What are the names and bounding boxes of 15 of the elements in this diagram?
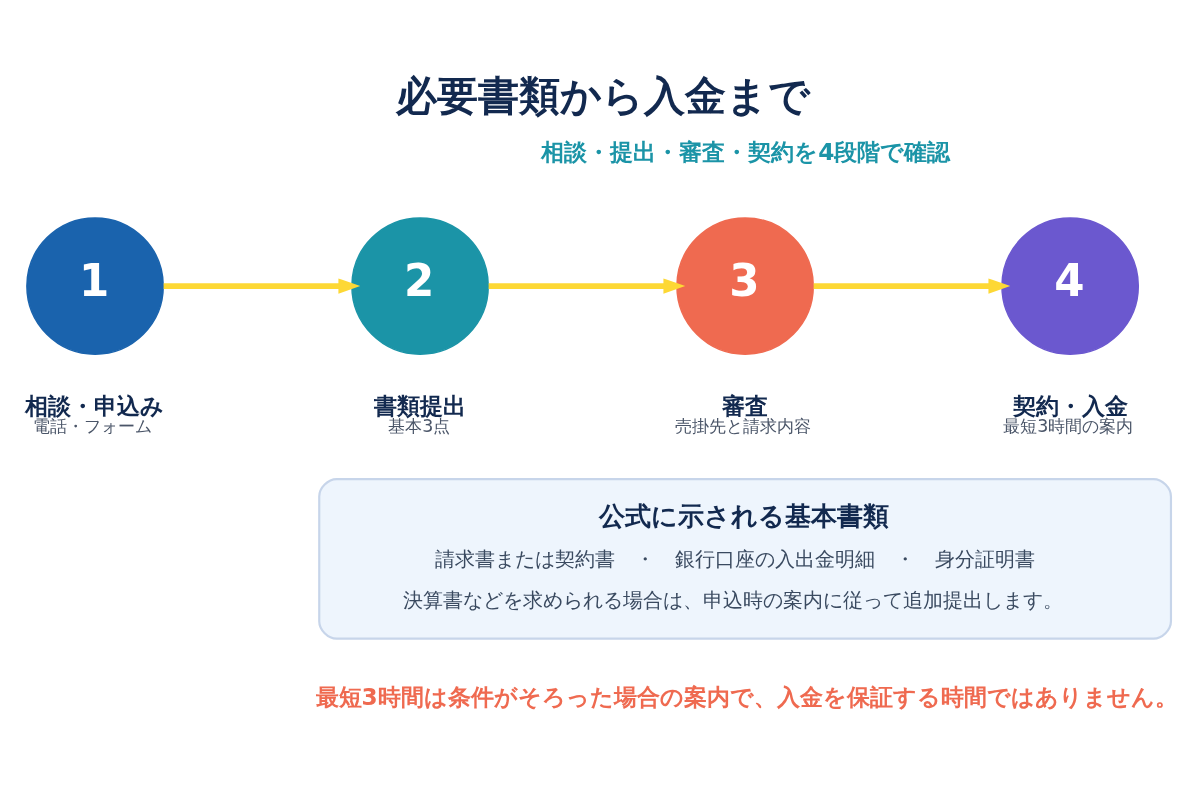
node-label: 相談・申込み (25, 391, 165, 419)
label: 最短3時間は条件がそろった場合の案内で、入金を保証する時間ではありません。 (315, 683, 1178, 711)
node-circle: 3 (676, 217, 814, 355)
node-label: 売掛先と請求内容 (674, 416, 811, 437)
node-label: 審査 (721, 391, 768, 419)
diagram-title: 必要書類から入金まで (396, 71, 811, 120)
arrow (813, 278, 1011, 294)
label: 相談・提出・審査・契約を4段階で確認 (541, 137, 951, 165)
arrow (488, 278, 686, 294)
node-circle: 4 (1001, 217, 1140, 355)
arrow (163, 278, 361, 294)
node-circle: 1 (26, 217, 164, 355)
node-label: 書類提出 (373, 391, 466, 419)
node-circle: 2 (351, 217, 489, 355)
node-box: 公式に示される基本書類 請求書または契約書 ・ 銀行口座の入出金明細 ・ 身分証明書 決算書などを求められる場合は、申込時の案内に従って追加提出します。 (318, 478, 1173, 640)
